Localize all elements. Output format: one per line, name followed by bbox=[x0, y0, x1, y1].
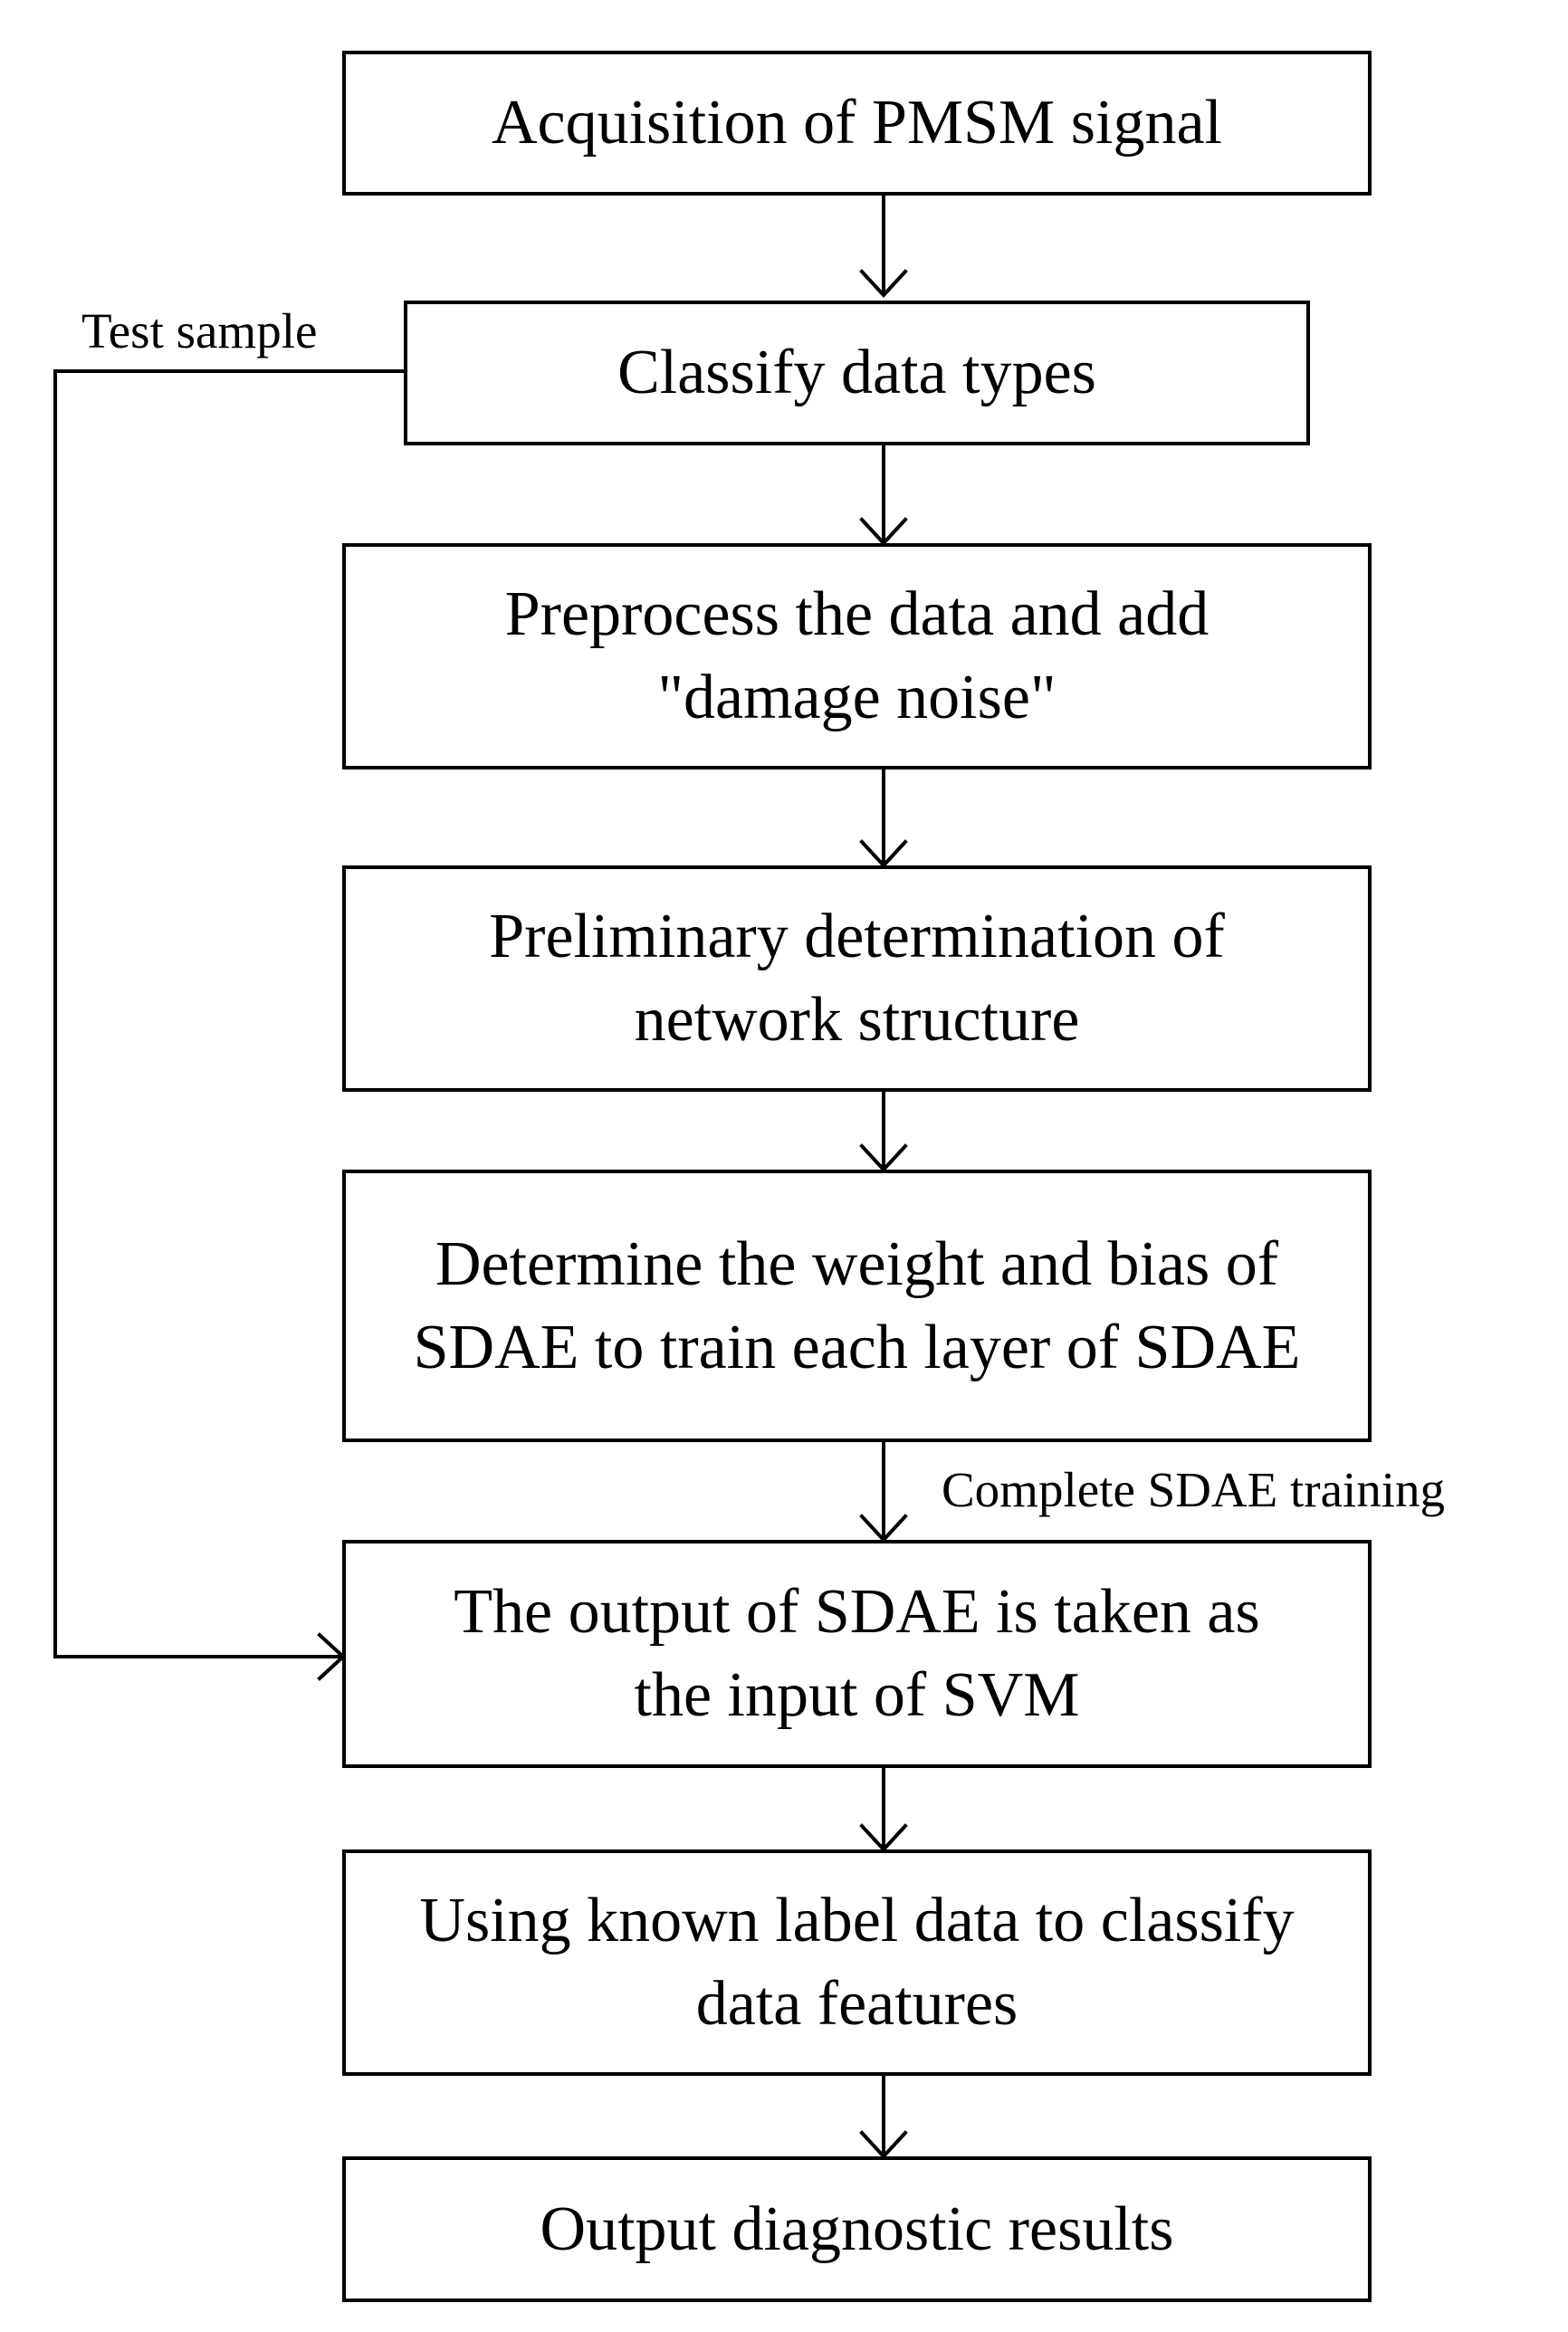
step-output-results: Output diagnostic results bbox=[342, 2156, 1372, 2302]
arrow-preprocess-to-preliminary bbox=[859, 765, 908, 868]
arrow-classify-to-preprocess bbox=[859, 443, 908, 546]
test-sample-label: Test sample bbox=[81, 303, 318, 358]
step-preprocess-line-2: "damage noise" bbox=[657, 663, 1056, 732]
step-determine-line-1: Determine the weight and bias of bbox=[435, 1228, 1279, 1299]
step-sdae-output-line-2: the input of SVM bbox=[634, 1660, 1080, 1730]
arrow-acquisition-to-classify bbox=[859, 194, 908, 298]
step-preliminary-line-1: Preliminary determination of bbox=[489, 902, 1225, 971]
step-acquisition: Acquisition of PMSM signal bbox=[342, 51, 1372, 196]
step-determine-line-2: SDAE to train each layer of SDAE bbox=[413, 1312, 1301, 1382]
step-classify-features-line-1: Using known label data to classify bbox=[419, 1886, 1295, 1955]
arrow-output-sdae-to-label-data bbox=[859, 1763, 908, 1852]
step-classify-line-1: Classify data types bbox=[617, 338, 1096, 407]
step-preprocess-line-1: Preprocess the data and add bbox=[504, 579, 1209, 649]
step-preliminary-network: Preliminary determination of network str… bbox=[342, 865, 1372, 1092]
step-classify-features-line-2: data features bbox=[695, 1969, 1018, 2039]
step-sdae-output-to-svm: The output of SDAE is taken as the input… bbox=[342, 1540, 1372, 1768]
step-acquisition-line-1: Acquisition of PMSM signal bbox=[491, 88, 1223, 158]
step-classify-features: Using known label data to classify data … bbox=[342, 1849, 1372, 2076]
step-preprocess: Preprocess the data and add "damage nois… bbox=[342, 543, 1372, 769]
step-output-results-line-1: Output diagnostic results bbox=[540, 2193, 1174, 2264]
arrow-determine-to-output-sdae bbox=[859, 1438, 908, 1543]
step-sdae-output-line-1: The output of SDAE is taken as bbox=[454, 1577, 1260, 1647]
step-preliminary-line-2: network structure bbox=[634, 985, 1080, 1055]
arrow-label-data-to-results bbox=[859, 2071, 908, 2159]
arrow-preliminary-to-determine bbox=[859, 1086, 908, 1172]
complete-sdae-training-label: Complete SDAE training bbox=[942, 1462, 1446, 1517]
step-classify-data-types: Classify data types bbox=[404, 301, 1310, 445]
step-determine-weight-bias: Determine the weight and bias of SDAE to… bbox=[342, 1170, 1372, 1442]
